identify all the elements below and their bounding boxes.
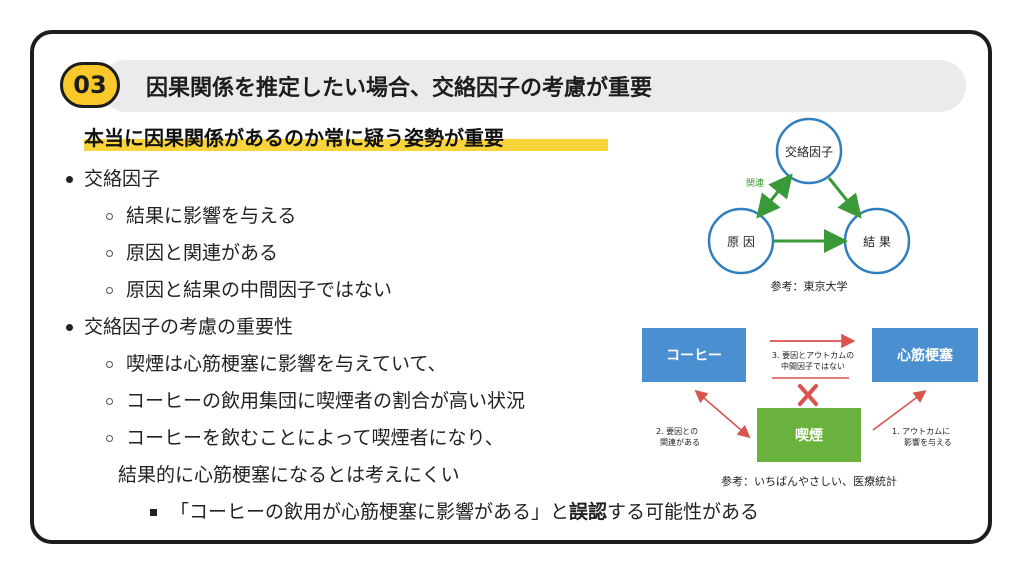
bullet-ring — [106, 213, 113, 220]
bullet-ring — [106, 435, 113, 442]
assoc-label-1: 2. 要因との — [656, 427, 698, 436]
cause-circle — [707, 207, 775, 275]
misinterpret-post: する可能性がある — [607, 501, 760, 523]
coffee-smoking-arrow — [694, 389, 751, 439]
slide-title: 因果関係を推定したい場合、交絡因子の考慮が重要 — [146, 76, 653, 101]
cross-mark-icon — [798, 384, 818, 406]
bullet-affects-result: 結果に影響を与える — [126, 205, 297, 227]
bullet-dot — [66, 324, 73, 331]
diagrams: 交絡因子 原 因 結 果 関連 参考：東京大学 コーヒー 心筋梗塞 喫煙 3. … — [642, 117, 978, 488]
title-bar — [100, 60, 966, 112]
smoking-label: 喫煙 — [795, 427, 823, 444]
bullet-ring — [106, 361, 113, 368]
cause-label: 原 因 — [727, 235, 755, 249]
diagram1-source: 参考：東京大学 — [771, 279, 848, 293]
affects-label-1: 1. アウトカムに — [892, 427, 950, 436]
bullet-confounder: 交絡因子 — [84, 168, 161, 190]
headline-highlight — [84, 139, 608, 151]
mediator-label-1: 3. 要因とアウトカムの — [772, 351, 854, 360]
bullet-dot — [66, 176, 73, 183]
assoc-label-2: 関連がある — [660, 437, 700, 447]
assoc-label: 関連 — [746, 177, 764, 189]
confounder-circle — [775, 117, 843, 185]
coffee-label: コーヒー — [666, 348, 722, 364]
bullet-ring — [106, 250, 113, 257]
assoc-arrow — [756, 173, 793, 219]
bullet-smoking-affects: 喫煙は心筋梗塞に影響を与えていて、 — [126, 353, 447, 375]
bullet-ring — [106, 398, 113, 405]
mi-box — [872, 328, 978, 382]
slide-number-badge: 03 — [60, 62, 120, 108]
misinterpret-pre: 「コーヒーの飲用が心筋梗塞に影響がある」と — [170, 501, 570, 523]
coffee-box — [642, 328, 746, 382]
smoking-box — [757, 408, 861, 462]
affects-label-2: 影響を与える — [904, 437, 952, 447]
smoking-mi-arrow — [872, 390, 927, 431]
effect-label: 結 果 — [863, 235, 891, 249]
bullet-coffee-group: コーヒーの飲用集団に喫煙者の割合が高い状況 — [126, 390, 526, 412]
confounder-effect-arrow — [827, 177, 862, 219]
bullet-unlikely-2: 結果的に心筋梗塞になるとは考えにくい — [118, 464, 460, 486]
mi-label: 心筋梗塞 — [897, 347, 954, 364]
mediator-label-2: 中間因子ではない — [781, 361, 845, 371]
bullet-unlikely-1: コーヒーを飲むことによって喫煙者になり、 — [126, 427, 504, 449]
bullet-misinterpret: 「コーヒーの飲用が心筋梗塞に影響がある」と誤認する可能性がある — [170, 497, 759, 524]
bullet-ring — [106, 287, 113, 294]
bullet-related-cause: 原因と関連がある — [126, 242, 279, 264]
bullet-square — [150, 509, 157, 516]
diagram2-source: 参考：いちばんやさしい、医療統計 — [721, 474, 897, 488]
misinterpret-bold: 誤認 — [569, 501, 608, 523]
bullet-importance: 交絡因子の考慮の重要性 — [84, 316, 294, 338]
bullet-not-mediator: 原因と結果の中間因子ではない — [126, 279, 393, 301]
confounder-label: 交絡因子 — [785, 144, 833, 159]
headline: 本当に因果関係があるのか常に疑う姿勢が重要 — [84, 126, 504, 150]
